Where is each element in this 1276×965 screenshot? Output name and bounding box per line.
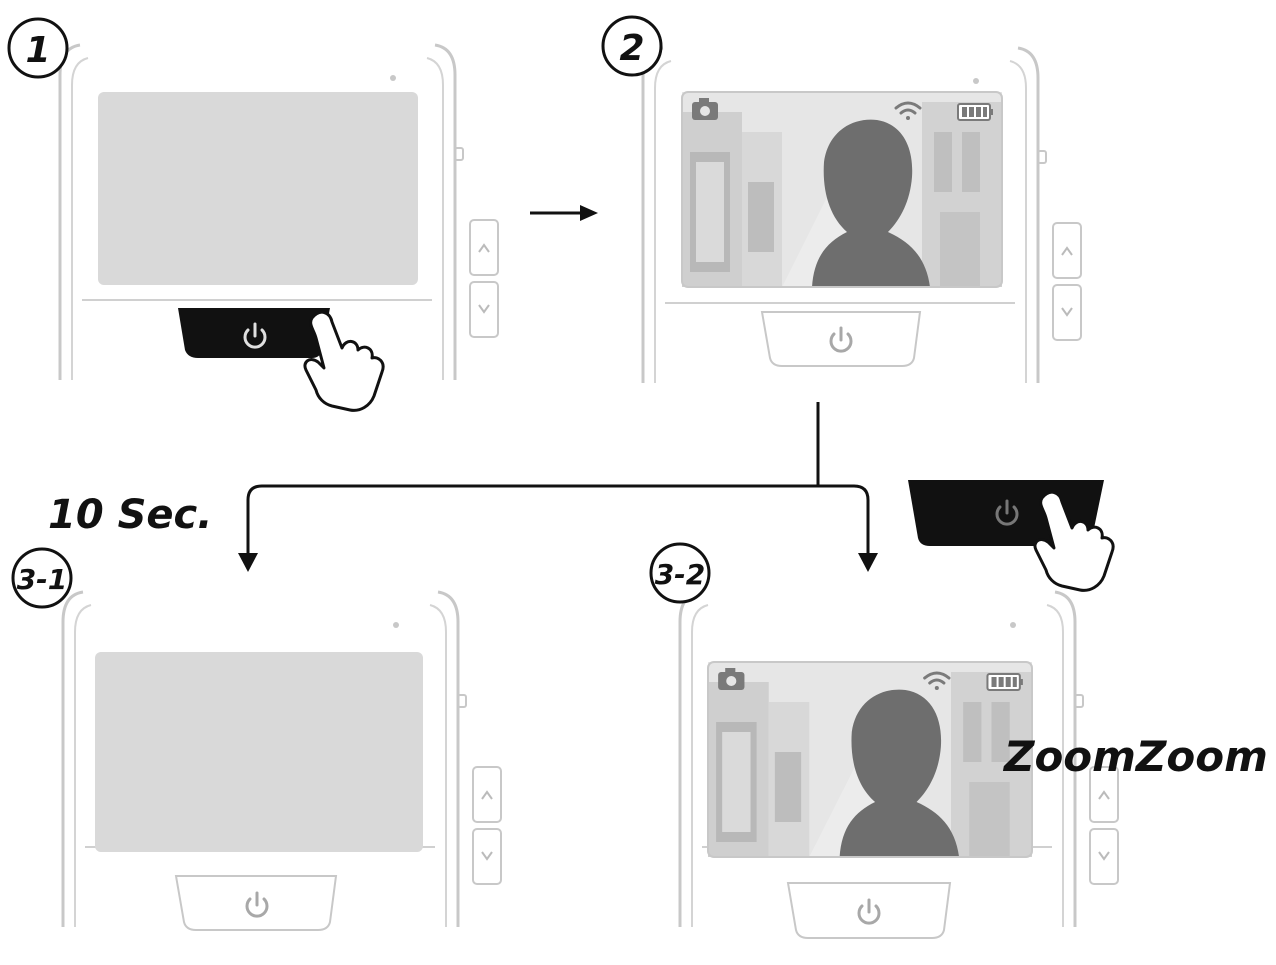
- panel-2: 2: [601, 15, 1083, 385]
- step-3-1-label: 3-1: [17, 563, 68, 596]
- power-press-callout: [908, 480, 1115, 592]
- panel-1: 1: [7, 17, 500, 412]
- step-2-label: 2: [619, 28, 644, 69]
- timeout-label: 10 Sec.: [48, 492, 212, 538]
- zoom-label: ZoomZoom: [1002, 732, 1268, 781]
- screen-off: [98, 92, 418, 285]
- camera-view-zoomed: [708, 662, 1032, 857]
- hand-pointer-icon: [303, 310, 385, 412]
- step-3-2-label: 3-2: [655, 558, 706, 591]
- step-1-label: 1: [25, 30, 50, 71]
- branch-arrows: [246, 402, 870, 555]
- arrow-1-to-2: [530, 205, 598, 221]
- screen-off: [95, 652, 423, 852]
- panel-3-2: 3-2: [649, 542, 1120, 939]
- panel-3-1: 3-1: [11, 547, 503, 931]
- camera-view: [682, 92, 1002, 287]
